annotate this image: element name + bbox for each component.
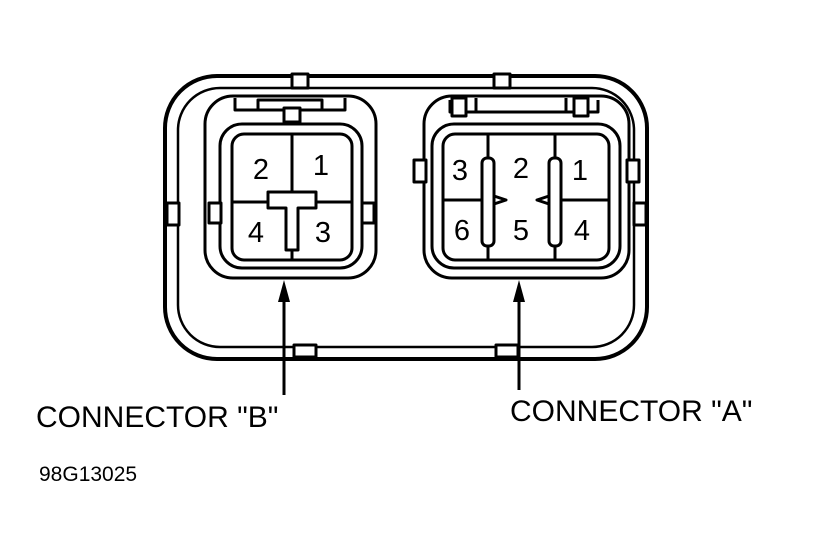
pin-a-2: 2	[513, 153, 529, 185]
connector-b-pin-labels: 2 1 4 3	[248, 150, 331, 249]
connector-housing	[163, 72, 649, 361]
pin-a-4: 4	[574, 215, 590, 247]
pin-b-4: 4	[248, 217, 264, 249]
pin-b-2: 2	[253, 154, 269, 186]
pin-a-3: 3	[452, 155, 468, 187]
figure-code: 98G13025	[39, 463, 137, 486]
pin-b-1: 1	[313, 150, 329, 182]
pin-a-1: 1	[572, 155, 588, 187]
pin-a-5: 5	[513, 215, 529, 247]
connector-b-label: CONNECTOR "B"	[36, 401, 278, 434]
leader-arrow-a	[513, 280, 525, 390]
connector-a	[412, 94, 641, 280]
pin-b-3: 3	[315, 217, 331, 249]
leader-arrow-b	[278, 280, 290, 395]
connector-b	[203, 94, 378, 280]
pin-a-6: 6	[454, 215, 470, 247]
connector-a-label: CONNECTOR "A"	[510, 395, 752, 428]
connector-a-pin-labels: 3 2 1 6 5 4	[452, 153, 590, 247]
